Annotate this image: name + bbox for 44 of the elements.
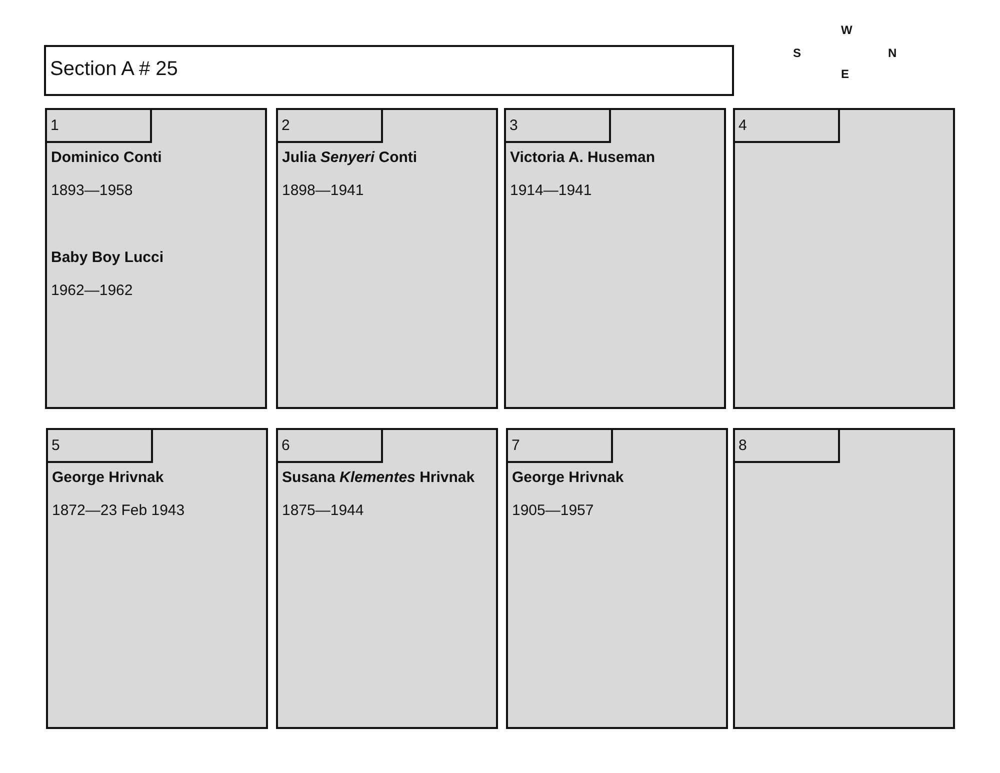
person-name: Victoria A. Huseman <box>510 149 656 166</box>
compass-direction: E <box>841 67 850 81</box>
person-name: Baby Boy Lucci <box>51 249 164 266</box>
grave-plot <box>733 108 955 409</box>
grave-plot <box>506 428 728 729</box>
person-name: Julia Senyeri Conti <box>282 149 418 166</box>
plot-number: 6 <box>282 436 290 454</box>
compass-direction: N <box>888 46 897 60</box>
date-range: 1898—1941 <box>282 182 364 199</box>
date-range: 1962—1962 <box>51 282 133 299</box>
date-range: 1872—23 Feb 1943 <box>52 502 185 519</box>
plot-number-tab <box>732 108 840 142</box>
plot-number: 3 <box>510 116 518 134</box>
person-name: George Hrivnak <box>52 469 164 486</box>
compass-direction: W <box>841 23 852 37</box>
plot-number-tab <box>504 108 610 142</box>
plot-number-tab <box>276 108 382 142</box>
date-range: 1914—1941 <box>510 182 592 199</box>
date-range: 1893—1958 <box>51 182 133 199</box>
date-range: 1905—1957 <box>512 502 594 519</box>
person-name: Dominico Conti <box>51 149 162 166</box>
person-name: Susana Klementes Hrivnak <box>282 469 475 486</box>
plot-number: 4 <box>738 116 747 134</box>
plot-number: 7 <box>512 436 520 454</box>
plot-number: 5 <box>52 436 60 454</box>
section-title: Section A # 25 <box>50 58 178 81</box>
grave-plot <box>733 428 955 729</box>
plot-number-tab <box>732 428 840 462</box>
plot-number-tab <box>46 428 152 462</box>
grave-plot <box>276 428 498 729</box>
plot-number-tab <box>276 428 382 462</box>
grave-plot <box>504 108 726 409</box>
person-name: George Hrivnak <box>512 469 624 486</box>
date-range: 1875—1944 <box>282 502 364 519</box>
plot-number: 2 <box>282 116 290 134</box>
plot-number-tab <box>506 428 612 462</box>
plot-number-tab <box>44 108 152 142</box>
plot-number: 8 <box>738 436 747 454</box>
grave-plot <box>276 108 498 409</box>
grave-plot <box>45 108 267 409</box>
plot-number: 1 <box>50 116 59 134</box>
compass-direction: S <box>793 46 802 60</box>
section-title-box <box>44 45 734 96</box>
grave-plot <box>46 428 268 729</box>
